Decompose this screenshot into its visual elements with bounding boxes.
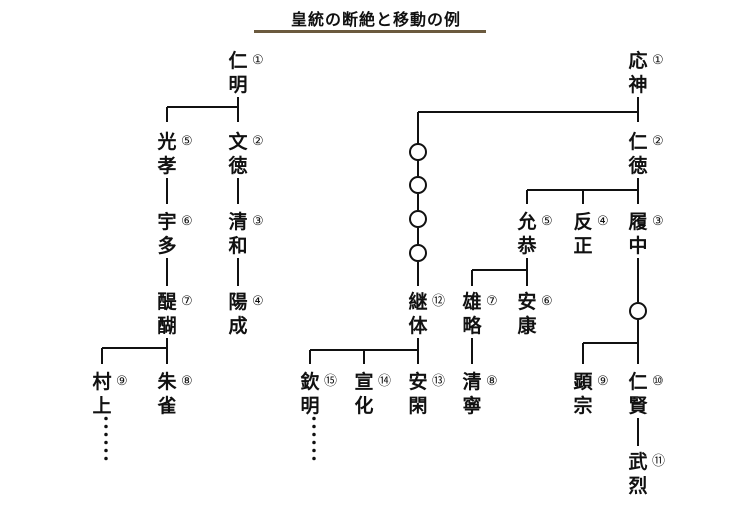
- emperor-node-hanzei: 反正 ④: [573, 210, 608, 258]
- reign-number: ⑤: [181, 134, 193, 149]
- reign-number: ⑥: [181, 214, 193, 229]
- reign-number: ⑦: [486, 294, 498, 309]
- emperor-node-yuryaku: 雄略 ⑦: [462, 290, 497, 338]
- emperor-node-ankan: 安閑 ⑬: [408, 370, 445, 418]
- emperor-node-nimmyo: 仁明 ①: [228, 49, 263, 97]
- reign-number: ①: [652, 53, 664, 68]
- emperor-node-keitai: 継体 ⑫: [408, 290, 445, 338]
- emperor-node-ojin: 応神 ①: [628, 49, 663, 97]
- emperor-node-koko: 光孝 ⑤: [157, 130, 192, 178]
- reign-number: ②: [252, 134, 264, 149]
- reign-number: ⑦: [181, 294, 193, 309]
- unnamed-generation-circle: [409, 210, 427, 228]
- emperor-node-montoku: 文徳 ②: [228, 130, 263, 178]
- unnamed-generation-circle: [409, 143, 427, 161]
- emperor-name: 反正: [573, 211, 593, 257]
- emperor-node-seiwa: 清和 ③: [228, 210, 263, 258]
- emperor-node-uda: 宇多 ⑥: [157, 210, 192, 258]
- emperor-node-richu: 履中 ③: [628, 210, 663, 258]
- emperor-name: 欽明: [300, 371, 320, 417]
- emperor-name: 継体: [408, 291, 428, 337]
- reign-number: ⑧: [181, 374, 193, 389]
- emperor-name: 允恭: [517, 211, 537, 257]
- unnamed-generation-circle: [409, 176, 427, 194]
- reign-number: ⑥: [541, 294, 553, 309]
- unnamed-generation-circle: [409, 244, 427, 262]
- continuation-dots: ・・・・・・: [99, 412, 113, 468]
- emperor-name: 宇多: [157, 211, 177, 257]
- reign-number: ⑨: [116, 374, 128, 389]
- reign-number: ⑤: [541, 214, 553, 229]
- emperor-node-senka: 宣化 ⑭: [354, 370, 391, 418]
- reign-number: ⑮: [324, 374, 338, 389]
- reign-number: ⑭: [378, 374, 392, 389]
- emperor-name: 仁賢: [628, 371, 648, 417]
- emperor-node-anko: 安康 ⑥: [517, 290, 552, 338]
- emperor-name: 安閑: [408, 371, 428, 417]
- emperor-node-daigo: 醍醐 ⑦: [157, 290, 192, 338]
- reign-number: ⑪: [652, 454, 666, 469]
- emperor-name: 安康: [517, 291, 537, 337]
- emperor-node-yozei: 陽成 ④: [228, 290, 263, 338]
- emperor-node-buretsu: 武烈 ⑪: [628, 450, 665, 498]
- reign-number: ⑨: [597, 374, 609, 389]
- emperor-name: 文徳: [228, 131, 248, 177]
- emperor-node-kinmei: 欽明 ⑮: [300, 370, 337, 418]
- reign-number: ⑩: [652, 374, 664, 389]
- emperor-name: 清和: [228, 211, 248, 257]
- emperor-node-seinei: 清寧 ⑧: [462, 370, 497, 418]
- reign-number: ⑬: [432, 374, 446, 389]
- reign-number: ③: [652, 214, 664, 229]
- emperor-node-suzaku: 朱雀 ⑧: [157, 370, 192, 418]
- emperor-name: 朱雀: [157, 371, 177, 417]
- continuation-dots: ・・・・・・: [307, 412, 321, 468]
- emperor-name: 武烈: [628, 451, 648, 497]
- emperor-name: 履中: [628, 211, 648, 257]
- emperor-name: 雄略: [462, 291, 482, 337]
- emperor-name: 応神: [628, 50, 648, 96]
- reign-number: ④: [252, 294, 264, 309]
- emperor-node-nintoku: 仁徳 ②: [628, 130, 663, 178]
- reign-number: ①: [252, 53, 264, 68]
- reign-number: ⑫: [432, 294, 446, 309]
- reign-number: ④: [597, 214, 609, 229]
- emperor-name: 仁徳: [628, 131, 648, 177]
- emperor-node-kenzo: 顕宗 ⑨: [573, 370, 608, 418]
- emperor-node-ingyo: 允恭 ⑤: [517, 210, 552, 258]
- reign-number: ③: [252, 214, 264, 229]
- emperor-name: 顕宗: [573, 371, 593, 417]
- diagram-title: 皇統の断絶と移動の例: [290, 10, 461, 29]
- emperor-node-murakami: 村上 ⑨: [92, 370, 127, 418]
- emperor-node-ninken: 仁賢 ⑩: [628, 370, 663, 418]
- emperor-name: 村上: [92, 371, 112, 417]
- emperor-name: 光孝: [157, 131, 177, 177]
- reign-number: ②: [652, 134, 664, 149]
- emperor-name: 仁明: [228, 50, 248, 96]
- emperor-name: 醍醐: [157, 291, 177, 337]
- emperor-name: 宣化: [354, 371, 374, 417]
- emperor-name: 陽成: [228, 291, 248, 337]
- reign-number: ⑧: [486, 374, 498, 389]
- title-underline: [254, 30, 486, 33]
- unnamed-generation-circle: [629, 302, 647, 320]
- emperor-name: 清寧: [462, 371, 482, 417]
